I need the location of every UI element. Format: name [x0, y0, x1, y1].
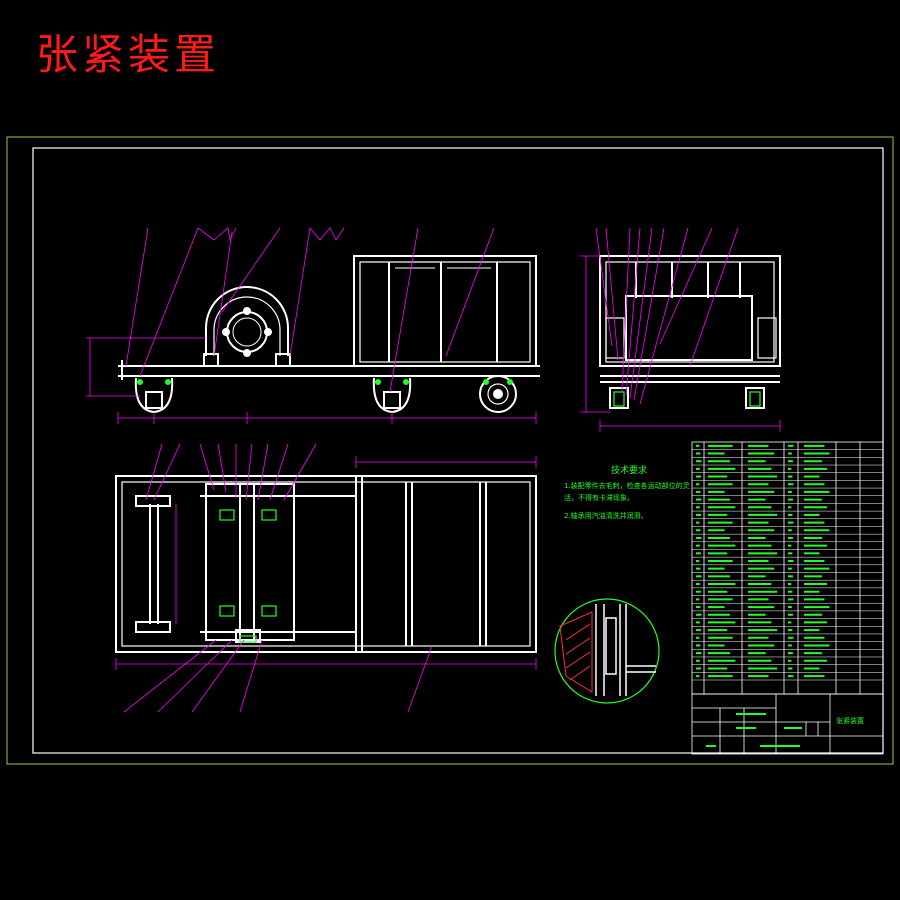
- title-block-marks: [706, 713, 802, 747]
- technical-requirements: 技术要求 1.装配零件去毛刺，检查各运动部位的灵活，不得有卡滞现象。 2.轴承用…: [564, 463, 694, 522]
- side-view-dimensions: [580, 255, 781, 432]
- technical-requirement-1: 1.装配零件去毛刺，检查各运动部位的灵活，不得有卡滞现象。: [564, 482, 690, 502]
- front-view-leaders: [125, 227, 495, 393]
- parts-list-entries: [696, 444, 830, 678]
- title-block: [691, 693, 884, 755]
- front-view: [118, 255, 540, 414]
- top-view-dimensions: [115, 456, 537, 670]
- detail-view: [554, 598, 660, 704]
- outer-border: [6, 136, 894, 765]
- technical-requirements-heading: 技术要求: [610, 466, 647, 476]
- front-view-dimensions: [86, 337, 537, 424]
- front-view-small-parts: [137, 379, 513, 385]
- drawing-name-cell: 张紧装置: [836, 717, 864, 725]
- drawing-title: 张紧装置: [36, 30, 221, 79]
- technical-requirement-2: 2.轴承用汽油清洗并润滑。: [564, 512, 648, 520]
- side-view-leaders: [595, 227, 739, 405]
- parts-list-rows: [692, 449, 883, 681]
- top-view-green-parts: [219, 509, 277, 643]
- side-view-green-parts: [613, 391, 761, 407]
- top-view: [115, 475, 537, 653]
- top-view-leaders: [123, 443, 433, 713]
